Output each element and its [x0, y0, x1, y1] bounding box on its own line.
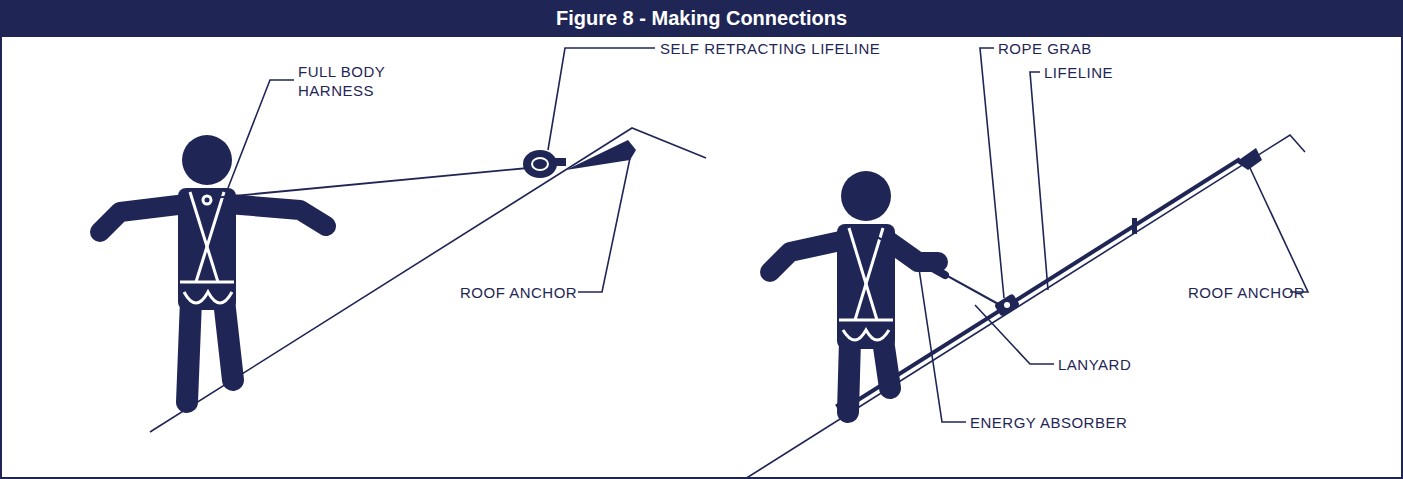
leader-line: [980, 48, 1004, 298]
lanyard: [868, 232, 1000, 305]
part-label: ROOF ANCHOR: [460, 283, 577, 302]
rope-grab: [994, 293, 1020, 317]
harness: [180, 192, 234, 303]
worker-figure: [100, 135, 326, 402]
part-label: FULL BODY HARNESS: [298, 62, 394, 100]
energy-absorber: [900, 250, 945, 275]
part-label: LANYARD: [1058, 355, 1131, 374]
leader-line: [975, 305, 1054, 364]
leader-line: [548, 48, 655, 150]
rope-clamp: [1132, 218, 1137, 234]
part-label: ENERGY ABSORBER: [970, 413, 1127, 432]
leader-line: [578, 158, 630, 292]
part-label: ROOF ANCHOR: [1188, 283, 1305, 302]
roof-anchor: [1236, 148, 1262, 170]
roof-slope: [745, 135, 1305, 479]
leader-line: [228, 80, 294, 188]
part-label: ROPE GRAB: [998, 39, 1092, 58]
self-retracting-lifeline: [523, 150, 566, 178]
lifeline-cable: [212, 168, 528, 198]
leader-line: [1030, 72, 1048, 290]
harness: [839, 228, 893, 340]
roof-anchor: [566, 140, 636, 170]
leader-line: [918, 262, 966, 422]
lifeline-rope: [850, 159, 1240, 405]
figure-title: Figure 8 - Making Connections: [0, 0, 1403, 37]
part-label: LIFELINE: [1044, 63, 1113, 82]
leader-line: [1250, 168, 1308, 292]
part-label: SELF RETRACTING LIFELINE: [660, 39, 880, 58]
worker-figure: [770, 171, 938, 412]
